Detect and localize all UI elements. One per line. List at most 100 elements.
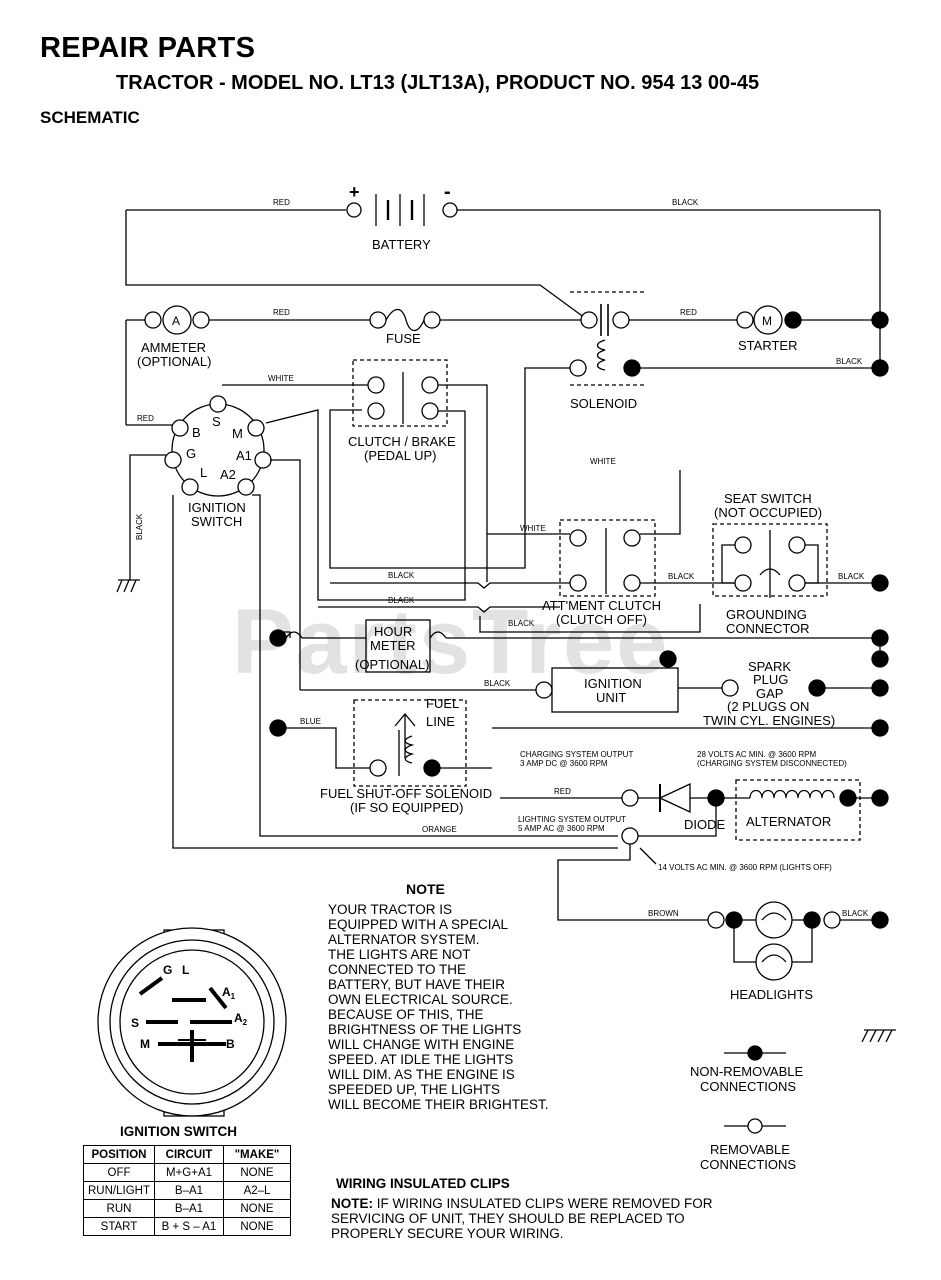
headlights-label: HEADLIGHTS [730, 987, 813, 1002]
volts28-note-2: (CHARGING SYSTEM DISCONNECTED) [697, 759, 847, 768]
hour-meter-label-3: (OPTIONAL) [355, 657, 429, 672]
note-line: WILL BECOME THEIR BRIGHTEST. [328, 1097, 549, 1112]
note-line: BRIGHTNESS OF THE LIGHTS [328, 1022, 522, 1037]
battery-label: BATTERY [372, 237, 431, 252]
page-subtitle: TRACTOR - MODEL NO. LT13 (JLT13A), PRODU… [116, 72, 760, 94]
note-line: WILL CHANGE WITH ENGINE [328, 1037, 515, 1052]
legend-removable [724, 1118, 786, 1134]
ammeter-label-1: AMMETER [141, 340, 206, 355]
charge-note-1: CHARGING SYSTEM OUTPUT [520, 750, 633, 759]
ign-detail-g: G [163, 963, 172, 977]
wire-label-white-attclutch: WHITE [520, 524, 546, 533]
charge-note-2: 3 AMP DC @ 3600 RPM [520, 759, 608, 768]
clips-line-3: PROPERLY SECURE YOUR WIRING. [331, 1226, 564, 1241]
wire-label-black-att3: BLACK [508, 619, 535, 628]
table-header: CIRCUIT [154, 1145, 224, 1164]
legend-nonremovable-2: CONNECTIONS [700, 1079, 796, 1094]
spark-label-5: TWIN CYL. ENGINES) [703, 713, 835, 728]
table-cell: B + S – A1 [154, 1217, 224, 1236]
spark-label-1: SPARK [748, 659, 791, 674]
fuel-line-label-2: LINE [426, 714, 455, 729]
ignition-label-2: SWITCH [191, 514, 242, 529]
ground-symbol-right [861, 1029, 896, 1043]
note-line: SPEED. AT IDLE THE LIGHTS [328, 1052, 514, 1067]
watermark: PartsTree [232, 591, 670, 693]
diode [659, 782, 691, 814]
note-line: YOUR TRACTOR IS [328, 902, 453, 917]
ign-terminal-a2: A2 [220, 467, 236, 482]
ignunit-label-2: UNIT [596, 690, 626, 705]
table-row: RUN B–A1 NONE [83, 1199, 291, 1218]
wire-label-red-battery: RED [273, 198, 290, 207]
wire-label-red-starter: RED [680, 308, 697, 317]
seat-switch [712, 523, 828, 598]
seat-label-2: (NOT OCCUPIED) [714, 505, 822, 520]
page-title: REPAIR PARTS [40, 32, 256, 64]
note-line: EQUIPPED WITH A SPECIAL [328, 917, 509, 932]
wire-label-black-solenoid: BLACK [836, 357, 863, 366]
wire-label-white-upper: WHITE [590, 457, 616, 466]
wire-label-black-ground: BLACK [135, 513, 144, 540]
note-line: ALTERNATOR SYSTEM. [328, 932, 480, 947]
spark-label-4: (2 PLUGS ON [727, 699, 809, 714]
wire-label-black-ignunit: BLACK [484, 679, 511, 688]
section-title: SCHEMATIC [40, 108, 140, 127]
table-cell: NONE [223, 1199, 291, 1218]
ignition-switch-caption: IGNITION SWITCH [120, 1124, 237, 1139]
starter-symbol: M [762, 314, 772, 328]
spark-label-2: PLUG [753, 672, 788, 687]
table-cell: NONE [223, 1217, 291, 1236]
legend-nonremovable-1: NON-REMOVABLE [690, 1064, 803, 1079]
ammeter-label-2: (OPTIONAL) [137, 354, 211, 369]
note-line: BECAUSE OF THIS, THE [328, 1007, 484, 1022]
table-cell: START [83, 1217, 155, 1236]
ign-detail-b: B [226, 1037, 235, 1051]
table-row: OFF M+G+A1 NONE [83, 1163, 291, 1182]
wire-label-black-att2: BLACK [388, 596, 415, 605]
volts14-note: 14 VOLTS AC MIN. @ 3600 RPM (LIGHTS OFF) [658, 863, 832, 872]
fuse [369, 308, 441, 332]
battery-minus: - [444, 181, 451, 203]
battery [126, 194, 880, 226]
wire-label-black-seat-gnd: BLACK [838, 572, 865, 581]
table-cell: B–A1 [154, 1199, 224, 1218]
table-cell: B–A1 [154, 1181, 224, 1200]
attclutch-label-2: (CLUTCH OFF) [556, 612, 647, 627]
ignition-label-1: IGNITION [188, 500, 246, 515]
legend-nonremovable [724, 1045, 786, 1061]
clips-line-1-text: IF WIRING INSULATED CLIPS WERE REMOVED F… [373, 1196, 713, 1211]
volts28-note-1: 28 VOLTS AC MIN. @ 3600 RPM [697, 750, 816, 759]
wire-label-white-clutch: WHITE [268, 374, 294, 383]
note-line: CONNECTED TO THE [328, 962, 467, 977]
fuel-shutoff-solenoid [353, 699, 467, 787]
note-line: OWN ELECTRICAL SOURCE. [328, 992, 513, 1007]
ign-terminal-l: L [200, 465, 207, 480]
clutch-label-2: (PEDAL UP) [364, 448, 436, 463]
wire-label-blue: BLUE [300, 717, 321, 726]
table-header: POSITION [83, 1145, 155, 1164]
wire-label-red-charge: RED [554, 787, 571, 796]
clutch-label-1: CLUTCH / BRAKE [348, 434, 456, 449]
alternator [724, 779, 861, 841]
table-header-row: POSITION CIRCUIT "MAKE" [83, 1145, 291, 1164]
note-line: WILL DIM. AS THE ENGINE IS [328, 1067, 515, 1082]
table-cell: NONE [223, 1163, 291, 1182]
ignition-switch [164, 395, 272, 497]
ignition-unit [551, 667, 679, 713]
solenoid-label: SOLENOID [570, 396, 637, 411]
wire-label-red-fuse: RED [273, 308, 290, 317]
note-line: BATTERY, BUT HAVE THEIR [328, 977, 506, 992]
ign-detail-a1: A1 [222, 985, 236, 1001]
starter-label: STARTER [738, 338, 797, 353]
fuse-label: FUSE [386, 331, 421, 346]
attclutch-label-1: ATT'MENT CLUTCH [542, 598, 661, 613]
grounding-label-2: CONNECTOR [726, 621, 810, 636]
solenoid [569, 291, 644, 386]
clips-line-1: NOTE: IF WIRING INSULATED CLIPS WERE REM… [331, 1196, 713, 1211]
fuel-line-label-1: FUEL [426, 696, 459, 711]
headlights [707, 901, 841, 981]
alternator-label: ALTERNATOR [746, 814, 831, 829]
table-cell: RUN [83, 1199, 155, 1218]
ground-symbol [116, 579, 140, 593]
